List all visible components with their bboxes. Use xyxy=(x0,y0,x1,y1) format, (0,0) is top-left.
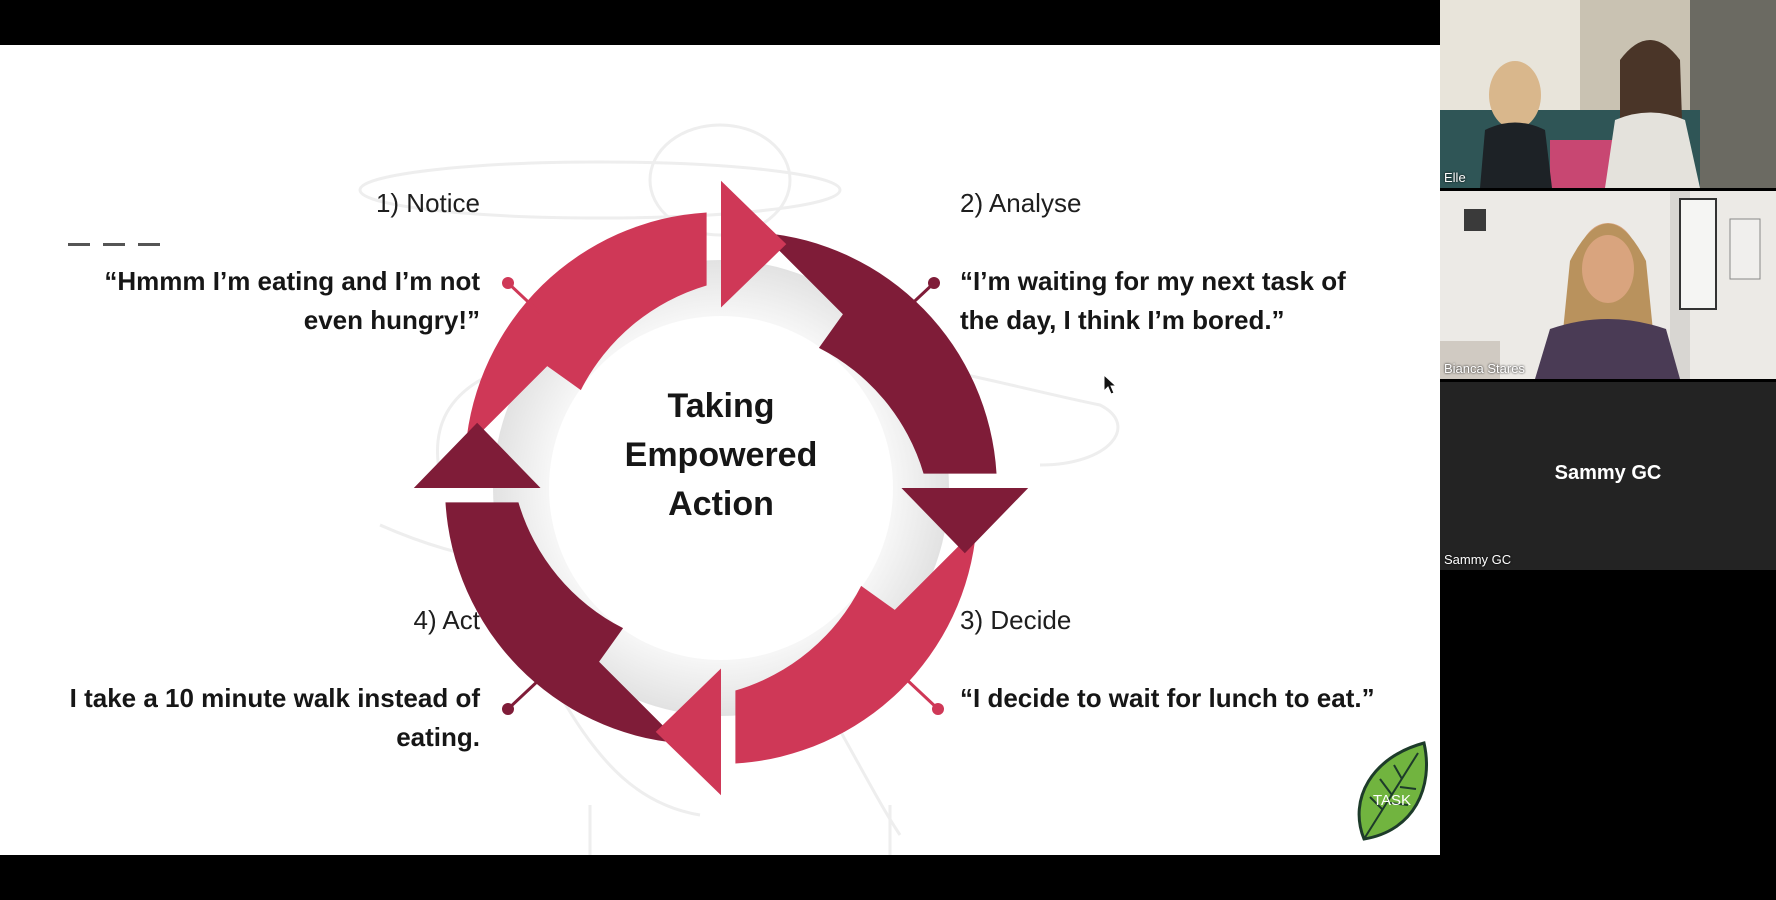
dash-decoration xyxy=(68,243,160,246)
cycle-arrow-analyse xyxy=(761,232,997,474)
participant-video-bianca xyxy=(1440,191,1776,379)
center-title-line: Taking xyxy=(667,387,775,425)
participant-tile-sammy[interactable]: Sammy GC Sammy GC xyxy=(1440,382,1776,570)
quote-line: eating. xyxy=(396,722,480,752)
quote-line: “I decide to wait for lunch to eat.” xyxy=(960,683,1375,713)
step-quote-decide: “I decide to wait for lunch to eat.” xyxy=(960,679,1375,718)
participant-name-label: Elle xyxy=(1444,170,1466,185)
step-label-notice: 1) Notice xyxy=(375,188,480,218)
cycle-center-title: Taking Empowered Action xyxy=(596,382,846,529)
step-label-analyse: 2) Analyse xyxy=(960,188,1082,218)
step-label-decide: 3) Decide xyxy=(960,605,1072,635)
quote-line: even hungry!” xyxy=(303,305,480,335)
quote-line: I take a 10 minute walk instead of xyxy=(69,683,480,713)
participant-video-elle xyxy=(1440,0,1776,188)
quote-line: “I’m waiting for my next task of xyxy=(960,266,1346,296)
quote-line: the day, I think I’m bored.” xyxy=(960,305,1285,335)
cycle-arrow-decide xyxy=(735,528,977,764)
presentation-slide: Taking Empowered Action 1) Notice “Hmmm … xyxy=(0,45,1440,855)
step-label-act: 4) Act xyxy=(413,605,480,635)
participant-tile-elle[interactable]: Elle xyxy=(1440,0,1776,188)
participant-name-label: Sammy GC xyxy=(1444,552,1512,567)
cycle-arrow-notice xyxy=(465,212,707,448)
cycle-diagram xyxy=(413,180,1029,796)
center-title-line: Action xyxy=(668,485,774,523)
participant-name-label: Bianca Stares xyxy=(1444,361,1525,376)
center-title-line: Empowered xyxy=(624,436,818,474)
step-quote-analyse: “I’m waiting for my next task of the day… xyxy=(960,262,1346,340)
participant-tile-bianca[interactable]: Bianca Stares xyxy=(1440,191,1776,379)
quote-line: “Hmmm I’m eating and I’m not xyxy=(104,266,480,296)
task-leaf-logo: TASK xyxy=(1357,741,1428,841)
step-quote-act: I take a 10 minute walk instead of eatin… xyxy=(70,679,480,757)
step-quote-notice: “Hmmm I’m eating and I’m not even hungry… xyxy=(104,262,480,340)
mouse-cursor-icon xyxy=(1103,374,1117,395)
participant-display-name: Sammy GC xyxy=(1554,462,1662,484)
cycle-arrow-act xyxy=(445,502,681,744)
logo-text: TASK xyxy=(1373,792,1411,809)
